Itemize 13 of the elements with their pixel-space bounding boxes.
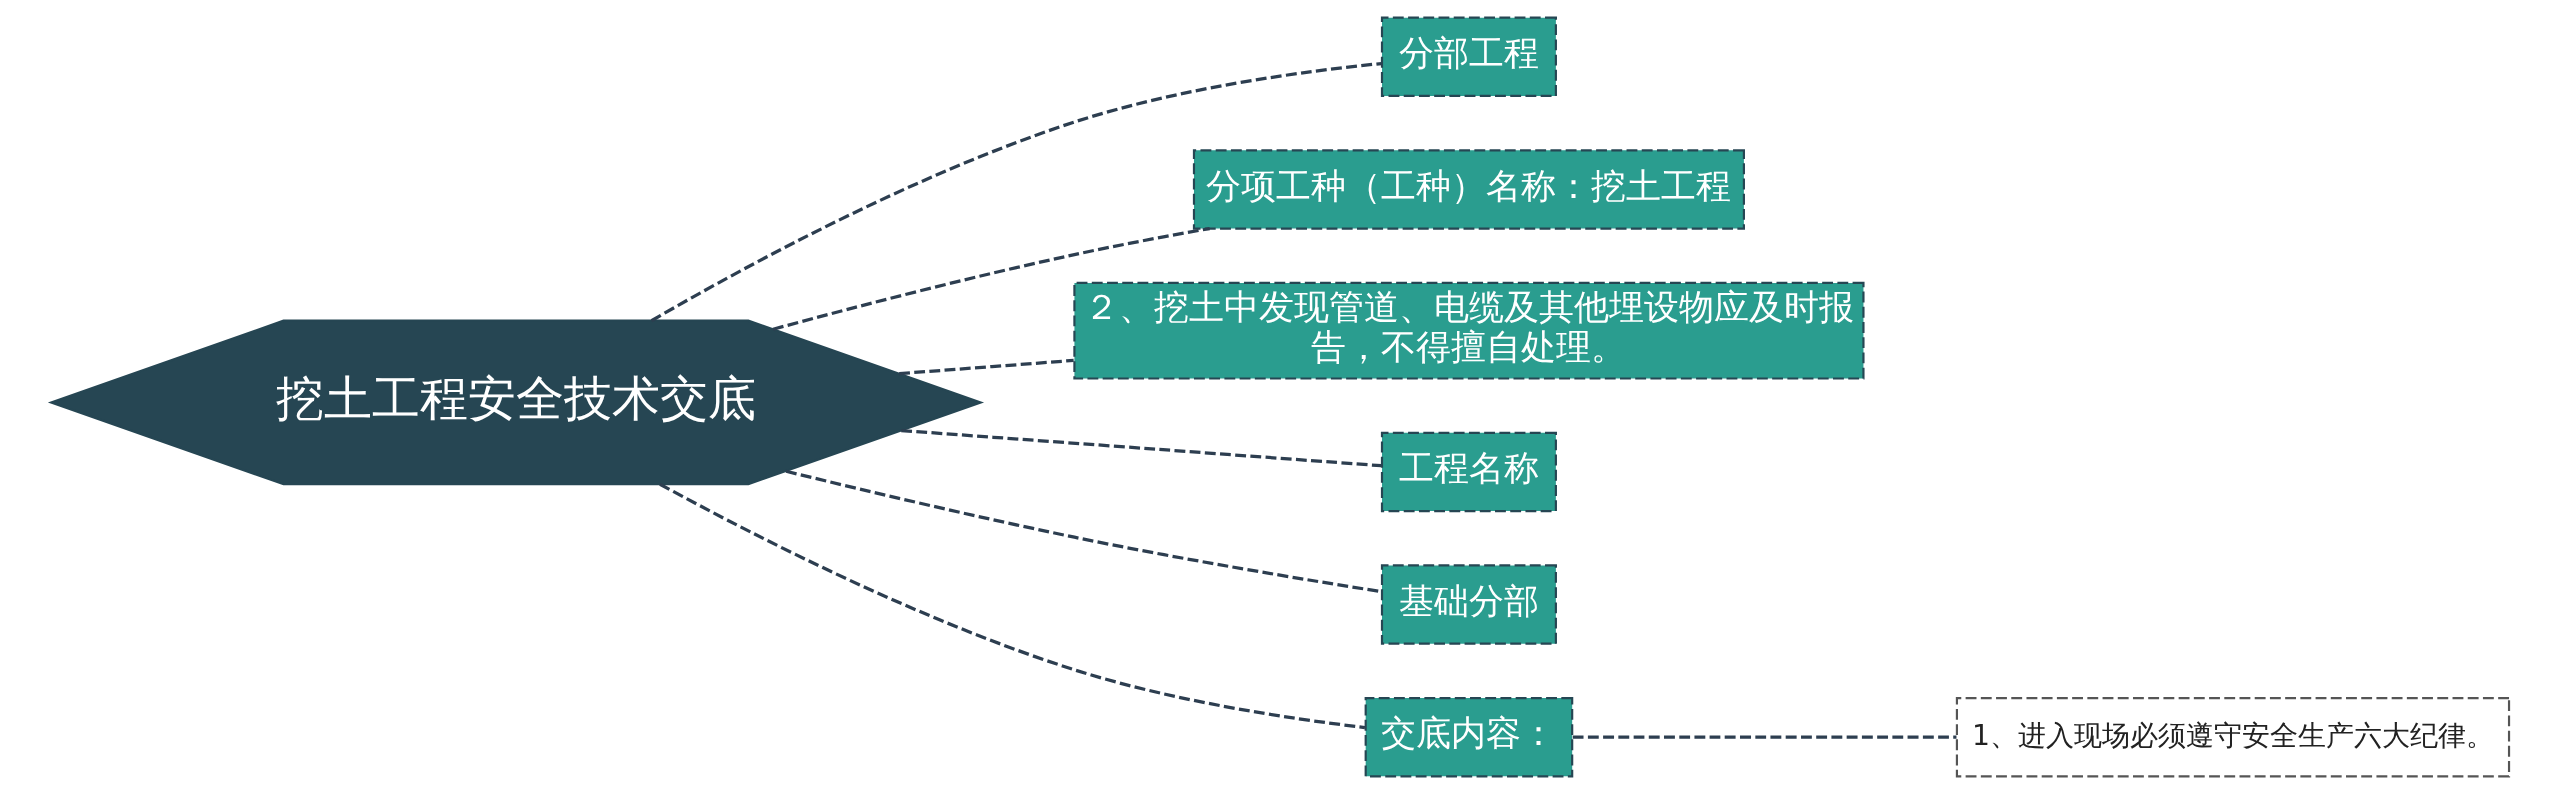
connector [901, 428, 1382, 467]
node-box: 工程名称 [1380, 431, 1557, 512]
connector [659, 482, 1366, 729]
node-box: 1、进入现场必须遵守安全生产六大纪律。 [1955, 696, 2511, 777]
node-box: 分项工种（工种）名称：挖土工程 [1192, 148, 1745, 230]
node-box: ２、挖土中发现管道、电缆及其他埋设物应及时报告，不得擅自处理。 [1073, 281, 1865, 380]
node-box: 分部工程 [1380, 16, 1557, 97]
connector [772, 226, 1210, 331]
connector [650, 61, 1382, 322]
connector [1572, 735, 1957, 739]
connector [899, 358, 1074, 375]
node-box: 交底内容： [1364, 696, 1574, 777]
node-box: 基础分部 [1380, 563, 1557, 645]
